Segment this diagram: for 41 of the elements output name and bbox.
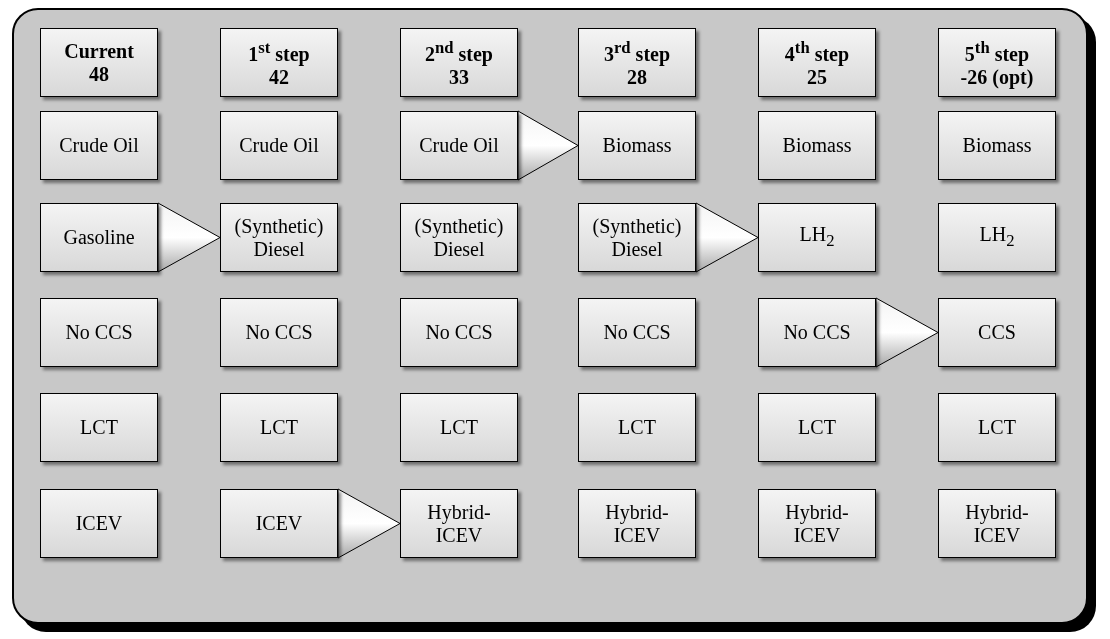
step-header-box: Current 48 — [40, 28, 158, 97]
option-box: Crude Oil — [400, 111, 518, 180]
option-box: ICEV — [220, 489, 338, 558]
step-header-box: 4$^{th}$ step 25 — [758, 28, 876, 97]
option-box: LH$_{2}$ — [758, 203, 876, 272]
chevron-arrow — [875, 297, 939, 368]
chevron-arrow — [157, 202, 221, 273]
option-box: No CCS — [40, 298, 158, 367]
option-box: LCT — [40, 393, 158, 462]
option-box: Hybrid-ICEV — [578, 489, 696, 558]
step-header-box: 5$^{th}$ step -26 (opt) — [938, 28, 1056, 97]
step-header-box: 2$^{nd}$ step 33 — [400, 28, 518, 97]
option-box: Crude Oil — [220, 111, 338, 180]
option-box: Gasoline — [40, 203, 158, 272]
chevron-arrow — [517, 110, 579, 181]
option-box: No CCS — [220, 298, 338, 367]
step-header-box: 1$^{st}$ step 42 — [220, 28, 338, 97]
option-box: Hybrid-ICEV — [938, 489, 1056, 558]
option-box: Crude Oil — [40, 111, 158, 180]
option-box: Biomass — [578, 111, 696, 180]
option-box: LCT — [220, 393, 338, 462]
option-box: No CCS — [400, 298, 518, 367]
option-box: LCT — [938, 393, 1056, 462]
option-box: CCS — [938, 298, 1056, 367]
option-box: No CCS — [758, 298, 876, 367]
step-header-box: 3$^{rd}$ step 28 — [578, 28, 696, 97]
option-box: ICEV — [40, 489, 158, 558]
chevron-arrow — [337, 488, 401, 559]
option-box: (Synthetic) Diesel — [578, 203, 696, 272]
option-box: Hybrid-ICEV — [758, 489, 876, 558]
option-box: (Synthetic) Diesel — [220, 203, 338, 272]
option-box: Hybrid-ICEV — [400, 489, 518, 558]
option-box: (Synthetic) Diesel — [400, 203, 518, 272]
option-box: No CCS — [578, 298, 696, 367]
option-box: LCT — [578, 393, 696, 462]
option-box: Biomass — [758, 111, 876, 180]
option-box: LH$_{2}$ — [938, 203, 1056, 272]
option-box: LCT — [400, 393, 518, 462]
chevron-arrow — [695, 202, 759, 273]
option-box: LCT — [758, 393, 876, 462]
option-box: Biomass — [938, 111, 1056, 180]
